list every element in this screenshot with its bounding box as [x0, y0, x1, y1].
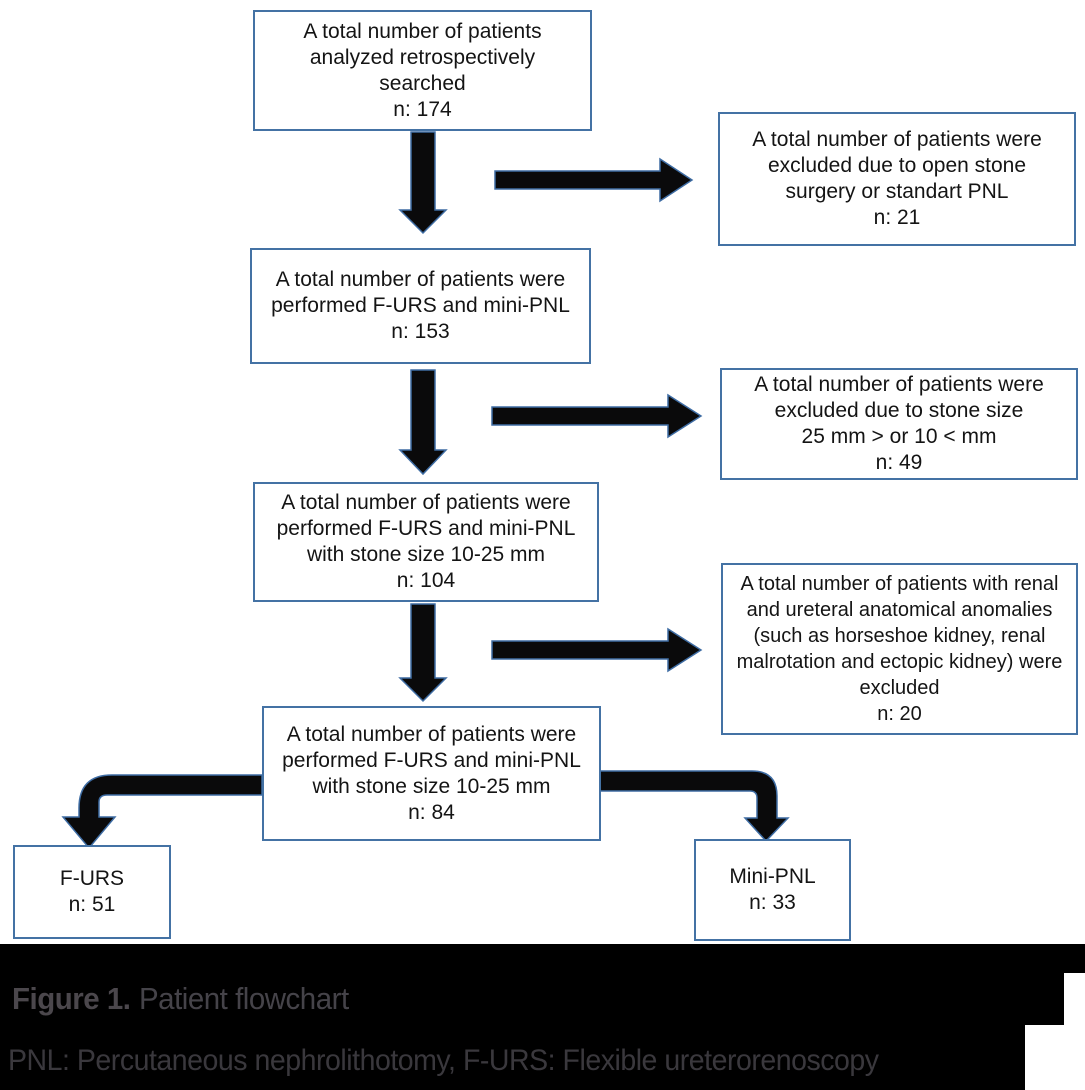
- flow-box-stone-size-10-25: A total number of patients were performe…: [253, 482, 599, 602]
- exclusion-box-anatomical-anomalies: A total number of patients with renal an…: [721, 563, 1078, 735]
- figure-caption-title: Patient flowchart: [139, 981, 349, 1016]
- arrow-down-2-icon: [398, 369, 448, 476]
- exclusion-box-open-stone-surgery-text: A total number of patients were excluded…: [752, 128, 1042, 229]
- flow-box-final-cohort-text: A total number of patients were performe…: [282, 722, 581, 824]
- arrow-down-3-icon: [398, 603, 448, 703]
- figure-caption-number: Figure 1.: [12, 981, 131, 1016]
- flow-box-total-analyzed: A total number of patients analyzed retr…: [253, 10, 592, 131]
- exclusion-box-open-stone-surgery: A total number of patients were excluded…: [718, 112, 1076, 246]
- arrow-elbow-left-icon: [61, 774, 263, 850]
- figure-footnote: PNL: Percutaneous nephrolithotomy, F-URS…: [8, 1044, 879, 1077]
- flow-box-total-analyzed-text: A total number of patients analyzed retr…: [303, 19, 542, 121]
- caption-bar-corner-notch-lower: [1025, 1025, 1085, 1090]
- arrow-right-exclusion-3-icon: [491, 627, 703, 673]
- flow-box-performed-furs-minipnl-text: A total number of patients were performe…: [271, 268, 570, 343]
- figure-caption: Figure 1.Patient flowchart: [12, 981, 349, 1017]
- outcome-box-furs-text: F-URS n: 51: [59, 867, 125, 916]
- arrow-right-exclusion-1-icon: [494, 157, 694, 203]
- outcome-box-minipnl-text: Mini-PNL n: 33: [729, 865, 816, 914]
- exclusion-box-anatomical-anomalies-text: A total number of patients with renal an…: [736, 573, 1063, 725]
- flow-box-stone-size-10-25-text: A total number of patients were performe…: [276, 491, 576, 592]
- arrow-right-exclusion-2-icon: [491, 393, 703, 439]
- arrow-down-1-icon: [398, 131, 448, 235]
- figure-caption-bar: [0, 944, 1085, 1090]
- flow-box-performed-furs-minipnl: A total number of patients were performe…: [250, 248, 591, 364]
- exclusion-box-stone-size: A total number of patients were excluded…: [720, 368, 1078, 480]
- flow-box-final-cohort: A total number of patients were performe…: [262, 706, 601, 841]
- exclusion-box-stone-size-text: A total number of patients were excluded…: [754, 373, 1044, 474]
- outcome-box-furs: F-URS n: 51: [13, 845, 171, 939]
- outcome-box-minipnl: Mini-PNL n: 33: [694, 839, 851, 941]
- flowchart-arrows: [61, 131, 790, 850]
- arrow-elbow-right-icon: [599, 770, 790, 843]
